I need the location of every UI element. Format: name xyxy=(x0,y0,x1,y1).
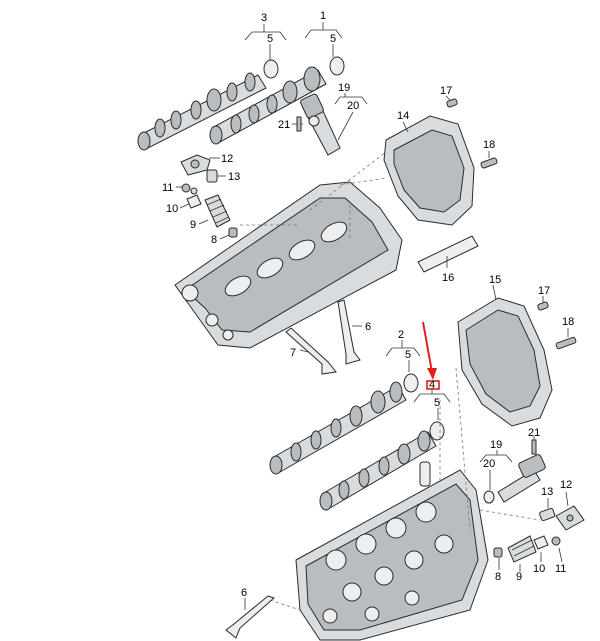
camshaft-valve-part-19[interactable] xyxy=(300,93,341,156)
bolt-part-17[interactable] xyxy=(446,98,458,108)
callout-12: 12 xyxy=(221,153,233,165)
callout-20: 20 xyxy=(483,458,495,470)
cylinder-head-lower[interactable] xyxy=(295,461,489,641)
bolt-part-21[interactable] xyxy=(531,439,537,455)
rocker-arm-part-12[interactable] xyxy=(180,154,211,176)
group-bracket xyxy=(479,454,513,463)
callout-9: 9 xyxy=(190,219,196,231)
callout-5: 5 xyxy=(267,33,273,45)
valve-cover-part-15[interactable] xyxy=(457,297,553,427)
pin-part-13[interactable] xyxy=(206,169,218,183)
stud-part-18[interactable] xyxy=(555,336,577,350)
group-bracket xyxy=(334,96,368,105)
highlight-arrow xyxy=(422,321,440,390)
group-bracket xyxy=(413,393,451,403)
valve-spring-part-9[interactable] xyxy=(204,194,231,228)
lifter-part-11[interactable] xyxy=(181,183,191,193)
callout-17: 17 xyxy=(440,85,452,97)
guide-line xyxy=(479,509,541,521)
exhaust-valve-part-6[interactable] xyxy=(337,299,361,365)
callout-18: 18 xyxy=(562,316,574,328)
guide-line xyxy=(339,177,387,186)
callout-11: 11 xyxy=(162,182,173,194)
o-ring-part-5[interactable] xyxy=(429,421,445,441)
seal-part-10[interactable] xyxy=(533,535,549,550)
valve-cover-part-14[interactable] xyxy=(383,115,475,226)
camshaft-part-2[interactable] xyxy=(269,381,407,475)
callout-18: 18 xyxy=(483,139,495,151)
callout-15: 15 xyxy=(489,274,501,286)
lifter-part-11[interactable] xyxy=(551,536,561,546)
exhaust-valve-part-6[interactable] xyxy=(225,595,275,639)
callout-6: 6 xyxy=(241,587,247,599)
stud-part-18[interactable] xyxy=(480,157,498,169)
callout-21: 21 xyxy=(278,119,290,131)
callout-9: 9 xyxy=(516,571,522,583)
callout-3: 3 xyxy=(261,12,267,24)
camshaft-valve-part-19[interactable] xyxy=(497,454,546,503)
callout-4: 4 xyxy=(429,379,435,391)
callout-21: 21 xyxy=(528,427,540,439)
seal-part-10[interactable] xyxy=(186,194,202,209)
seal-part-20[interactable] xyxy=(483,490,495,504)
valve-seal-part-8[interactable] xyxy=(493,547,503,558)
callout-2: 2 xyxy=(398,329,404,341)
camshaft-part-1[interactable] xyxy=(209,66,327,145)
cylinder-head-upper[interactable] xyxy=(174,181,403,349)
tube-part-16[interactable] xyxy=(417,235,479,273)
guide-line xyxy=(309,151,387,211)
callout-20: 20 xyxy=(347,100,359,112)
callout-12: 12 xyxy=(560,479,572,491)
callout-8: 8 xyxy=(495,571,501,583)
callout-6: 6 xyxy=(365,321,371,333)
callout-5: 5 xyxy=(405,349,411,361)
callout-5: 5 xyxy=(330,33,336,45)
bolt-part-17[interactable] xyxy=(537,301,549,311)
o-ring-part-5[interactable] xyxy=(263,59,279,79)
callout-10: 10 xyxy=(166,203,178,215)
pin-part-13[interactable] xyxy=(539,507,556,522)
callout-1: 1 xyxy=(320,10,326,22)
callout-7: 7 xyxy=(290,347,296,359)
group-bracket xyxy=(244,31,287,41)
bolt-part-21[interactable] xyxy=(296,116,302,132)
callout-13: 13 xyxy=(541,486,553,498)
callout-17: 17 xyxy=(538,285,550,297)
group-bracket xyxy=(304,29,343,39)
intake-valve-part-7[interactable] xyxy=(285,327,337,375)
callout-labels: 3 1 5 5 19 20 17 14 21 18 12 13 11 10 9 … xyxy=(162,10,574,599)
guide-line xyxy=(269,599,301,611)
callout-8: 8 xyxy=(211,234,217,246)
o-ring-part-5[interactable] xyxy=(403,373,419,393)
callout-19: 19 xyxy=(338,82,350,94)
callout-16: 16 xyxy=(442,272,454,284)
callout-13: 13 xyxy=(228,171,240,183)
callout-14: 14 xyxy=(397,110,409,122)
callout-5: 5 xyxy=(434,397,440,409)
o-ring-part-5[interactable] xyxy=(329,56,345,76)
camshaft-part-4[interactable] xyxy=(319,430,437,511)
valve-seal-part-8[interactable] xyxy=(228,227,238,238)
rocker-arm-part-12[interactable] xyxy=(555,505,585,531)
callout-19: 19 xyxy=(490,439,502,451)
callout-11: 11 xyxy=(555,563,566,575)
valve-spring-part-9[interactable] xyxy=(507,535,537,563)
callout-10: 10 xyxy=(533,563,545,575)
camshaft-part-3[interactable] xyxy=(137,72,267,151)
group-bracket xyxy=(385,347,421,357)
